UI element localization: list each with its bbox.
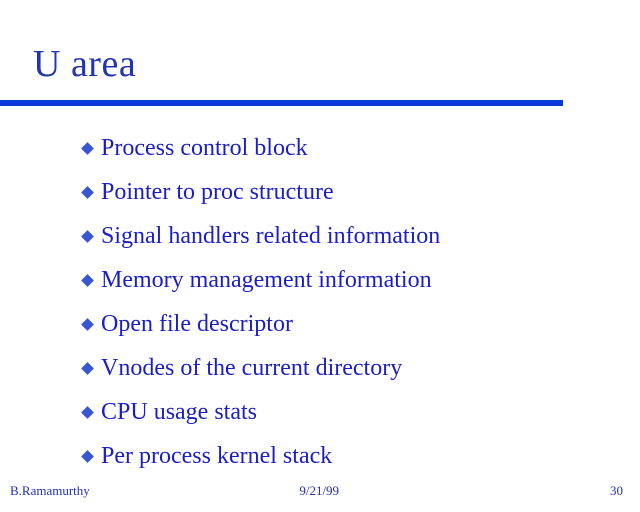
diamond-bullet-icon <box>81 317 94 331</box>
list-item: Process control block <box>0 126 640 170</box>
bullet-text: Memory management information <box>101 266 432 293</box>
bullet-text: Pointer to proc structure <box>101 178 334 205</box>
bullet-text: Per process kernel stack <box>101 442 333 469</box>
list-item: Pointer to proc structure <box>0 170 640 214</box>
list-item: Memory management information <box>0 258 640 302</box>
bullet-text: Vnodes of the current directory <box>101 354 403 381</box>
list-item: CPU usage stats <box>0 390 640 434</box>
footer: B.Ramamurthy 9/21/99 30 <box>0 483 640 503</box>
diamond-bullet-icon <box>81 361 94 375</box>
list-item: Open file descriptor <box>0 302 640 346</box>
page-title: U area <box>33 43 137 85</box>
diamond-bullet-icon <box>81 405 94 419</box>
diamond-bullet-icon <box>81 229 94 243</box>
diamond-bullet-icon <box>81 141 94 155</box>
bullet-text: Process control block <box>101 134 308 161</box>
title-underline <box>0 100 563 106</box>
bullet-text: Signal handlers related information <box>101 222 441 249</box>
footer-author: B.Ramamurthy <box>10 483 90 498</box>
footer-page-number: 30 <box>610 483 623 498</box>
bullet-text: Open file descriptor <box>101 310 293 337</box>
bullet-text: CPU usage stats <box>101 398 257 425</box>
bullet-list: Process control block Pointer to proc st… <box>0 126 640 478</box>
list-item: Vnodes of the current directory <box>0 346 640 390</box>
diamond-bullet-icon <box>81 273 94 287</box>
list-item: Signal handlers related information <box>0 214 640 258</box>
footer-date: 9/21/99 <box>299 483 340 498</box>
diamond-bullet-icon <box>81 449 94 463</box>
diamond-bullet-icon <box>81 185 94 199</box>
list-item: Per process kernel stack <box>0 434 640 478</box>
